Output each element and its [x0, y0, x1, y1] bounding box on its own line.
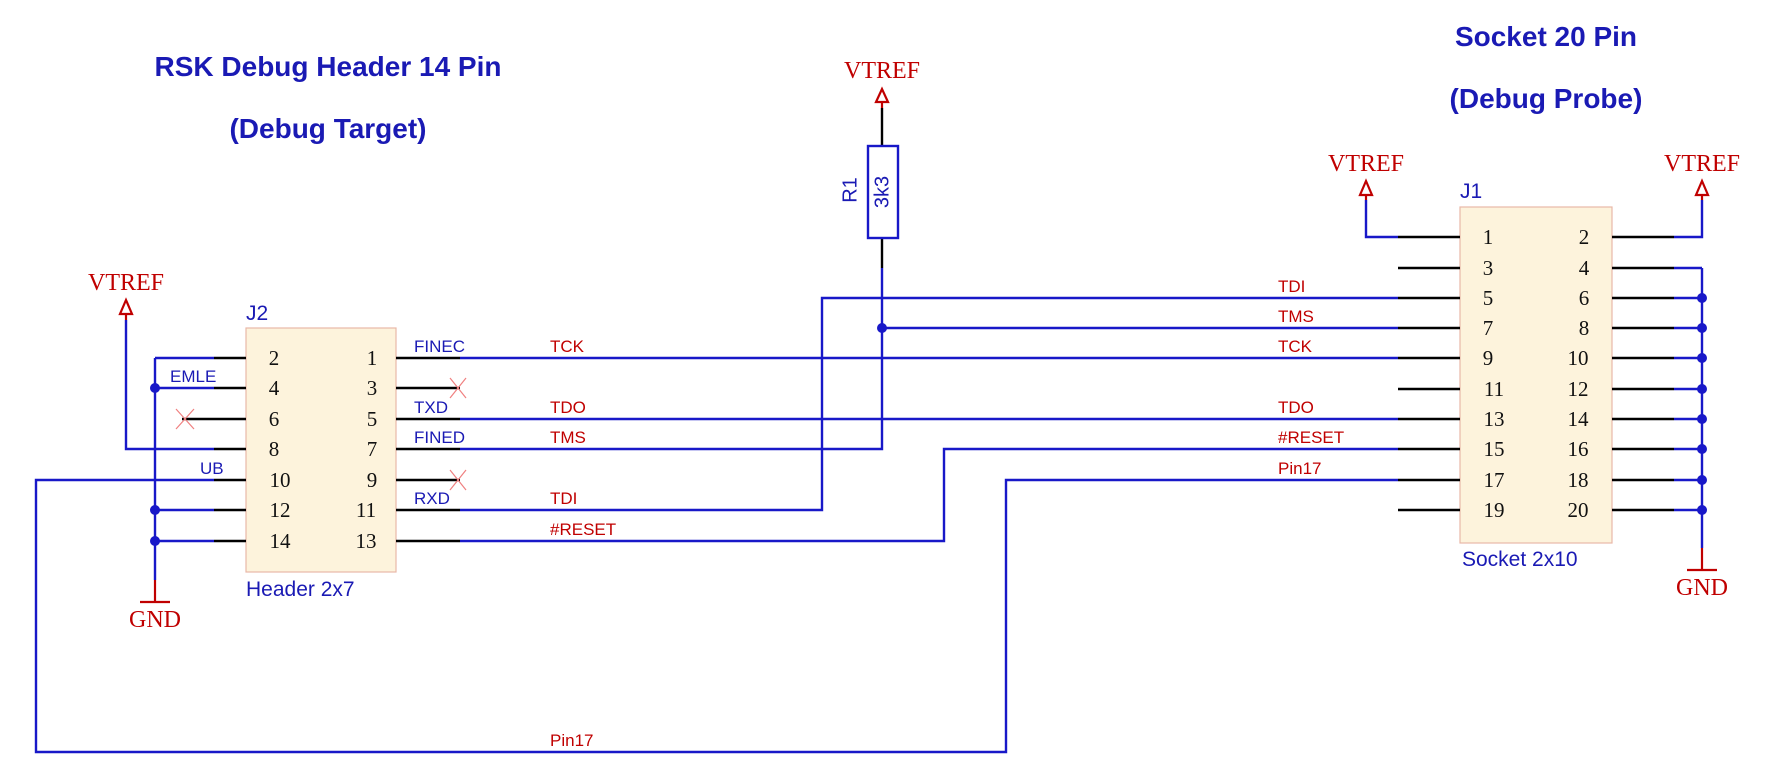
vtref-symbol-r1: VTREF: [844, 58, 920, 108]
vtref-symbol-j1-left: VTREF: [1328, 151, 1404, 200]
j1-pin-number: 2: [1579, 225, 1590, 249]
j1-pin-number: 1: [1483, 225, 1494, 249]
j1-pin-number: 18: [1568, 468, 1589, 492]
net-label-tdo: TDO: [550, 398, 586, 417]
junction-dot: [1697, 414, 1707, 424]
j1-pin-number: 11: [1484, 377, 1504, 401]
r1-resistor: 3k3 R1: [839, 108, 900, 268]
r1-ref: R1: [839, 177, 861, 203]
r1-body: [866, 144, 900, 240]
j1-pin-number: 9: [1483, 346, 1494, 370]
j2-value: Header 2x7: [246, 578, 355, 601]
no-connect-marker: [449, 469, 467, 491]
net-label-tms: TMS: [550, 428, 586, 447]
junction-dot: [1697, 505, 1707, 515]
j2-pin-number: 8: [269, 437, 280, 461]
j2-pin-number: 7: [367, 437, 378, 461]
gnd-label: GND: [1676, 575, 1728, 601]
gnd-label: GND: [129, 607, 181, 633]
j1-pin-number: 7: [1483, 316, 1494, 340]
junction-dot: [1697, 353, 1707, 363]
j2-pin-label-ub: UB: [200, 459, 224, 478]
net-label-tck: TCK: [1278, 337, 1313, 356]
j1-pin-number: 8: [1579, 316, 1590, 340]
j1-body: [1459, 206, 1613, 544]
j1-pin-number: 17: [1484, 468, 1505, 492]
j2-pin-number: 1: [367, 346, 378, 370]
j1-pin-number: 12: [1568, 377, 1589, 401]
vtref-label: VTREF: [1664, 151, 1740, 177]
j2-pin-number: 3: [367, 376, 378, 400]
j1-pin-number: 15: [1484, 437, 1505, 461]
j2-pin-number: 11: [356, 498, 376, 522]
vtref-label: VTREF: [1328, 151, 1404, 177]
j1-pin-number: 10: [1568, 346, 1589, 370]
j1-pin-number: 6: [1579, 286, 1590, 310]
gnd-symbol-j1: GND: [1676, 548, 1728, 601]
j1-ref: J1: [1460, 180, 1482, 203]
net-label-tdi: TDI: [550, 489, 577, 508]
title-target-line1: RSK Debug Header 14 Pin: [155, 51, 502, 82]
j1-pin-number: 14: [1568, 407, 1590, 431]
j1-pin-number: 5: [1483, 286, 1494, 310]
j2-pin-label-rxd: RXD: [414, 489, 450, 508]
j2-pin-number: 9: [367, 468, 378, 492]
title-target-line2: (Debug Target): [229, 113, 426, 144]
j1-pin-number: 20: [1568, 498, 1589, 522]
junction-dot: [877, 323, 887, 333]
net-label-pin17: Pin17: [550, 731, 593, 750]
j2-pin-number: 6: [269, 407, 280, 431]
net-label-reset: #RESET: [1278, 428, 1344, 447]
vtref-symbol-j2: VTREF: [88, 270, 164, 320]
j2-pin-number: 4: [269, 376, 280, 400]
vtref-label: VTREF: [88, 270, 164, 296]
net-label-tck: TCK: [550, 337, 585, 356]
junction-dot: [1697, 384, 1707, 394]
j2-body: [245, 327, 397, 573]
j2-pin-number: 10: [270, 468, 291, 492]
j1-pin-number: 16: [1568, 437, 1589, 461]
title-probe-line2: (Debug Probe): [1450, 83, 1643, 114]
gnd-symbol-j2: GND: [129, 580, 181, 633]
wires: [34, 200, 1704, 754]
net-label-reset: #RESET: [550, 520, 616, 539]
j2-header: J2 Header 2x7 2 4 6 8 10 12 14 1 3 5 7 9…: [170, 302, 467, 601]
net-label-pin17: Pin17: [1278, 459, 1321, 478]
net-label-tdo: TDO: [1278, 398, 1314, 417]
vtref-label: VTREF: [844, 58, 920, 84]
j1-socket: J1 Socket 2x10 1 3 5 7 9 11 13 15 17 19: [1398, 180, 1674, 571]
j2-pin-number: 14: [270, 529, 292, 553]
title-probe-line1: Socket 20 Pin: [1455, 21, 1637, 52]
net-labels: TCK TDO TMS TDI #RESET TDI TMS TCK TDO #…: [550, 277, 1344, 750]
j1-pin-number: 3: [1483, 256, 1494, 280]
j2-pin-label-emle: EMLE: [170, 367, 216, 386]
junction-dot: [1697, 444, 1707, 454]
net-label-tdi: TDI: [1278, 277, 1305, 296]
j1-pin-number: 4: [1579, 256, 1590, 280]
junction-dot: [150, 383, 160, 393]
junctions: [150, 293, 1707, 546]
j2-pin-number: 12: [270, 498, 291, 522]
j1-value: Socket 2x10: [1462, 548, 1578, 571]
junction-dot: [1697, 323, 1707, 333]
no-connect-marker: [449, 377, 467, 399]
no-connect-marker: [175, 408, 195, 430]
junction-dot: [150, 536, 160, 546]
j2-pin-label-finec: FINEC: [414, 337, 465, 356]
j2-pin-number: 2: [269, 346, 280, 370]
vtref-symbol-j1-right: VTREF: [1664, 151, 1740, 200]
r1-value: 3k3: [871, 176, 893, 208]
j2-pin-number: 5: [367, 407, 378, 431]
j1-pin-number: 19: [1484, 498, 1505, 522]
j2-ref: J2: [246, 302, 268, 325]
j2-pin-number: 13: [356, 529, 377, 553]
junction-dot: [150, 505, 160, 515]
junction-dot: [1697, 475, 1707, 485]
junction-dot: [1697, 293, 1707, 303]
net-label-tms: TMS: [1278, 307, 1314, 326]
j1-pin-number: 13: [1484, 407, 1505, 431]
j2-pin-label-fined: FINED: [414, 428, 465, 447]
j2-pin-label-txd: TXD: [414, 398, 448, 417]
